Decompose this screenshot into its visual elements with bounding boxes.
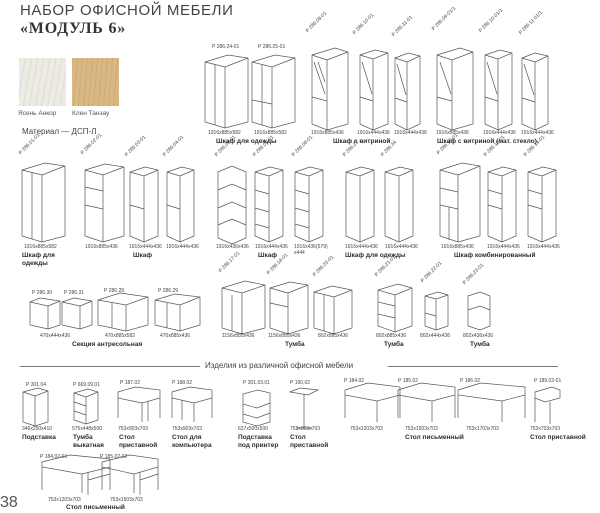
product-label: Подставка (22, 434, 56, 441)
dimensions: 1916x444x436 (527, 244, 560, 250)
page-title: НАБОР ОФИСНОЙ МЕБЕЛИ (20, 2, 234, 19)
dimensions: 470x885x436 (160, 333, 191, 339)
dimensions: 802x885x436 (376, 333, 407, 339)
product-code: Р 187.02 (120, 380, 141, 386)
section-title: Изделия из различной офисной мебели (205, 361, 354, 370)
product-label: Шкаф для одежды (22, 252, 55, 267)
swatch-label: Ясень Анкор (18, 110, 57, 117)
dimensions: 1916x885x436 (436, 130, 469, 136)
dimensions: 1916x885x582 (254, 130, 287, 136)
product-code: Р 286.28 (104, 288, 125, 294)
dimensions: 1916x885x582 (208, 130, 241, 136)
dimensions: 1916x444x436 (357, 130, 390, 136)
product-label: Стол приставной (290, 434, 329, 449)
dimensions: 753x903x703 (290, 426, 321, 432)
dimensions: 1916x885x436 (85, 244, 118, 250)
dimensions: 753x903x703 (118, 426, 149, 432)
product-label: Секция антресольная (72, 341, 143, 348)
swatch-klen (72, 58, 119, 106)
product-code: Р 185.02-02 (100, 454, 128, 460)
product-code: Р 286.29 (158, 288, 179, 294)
page-number: 38 (0, 494, 18, 511)
dimensions: 1916x885x582 (24, 244, 57, 250)
dimensions: 1916x444x436 (521, 130, 554, 136)
product-label: Подставка под принтер (238, 434, 279, 449)
dimensions: 346x250x410 (22, 426, 53, 432)
swatch-label: Клен Танзау (72, 110, 110, 117)
product-label: Стол приставной (119, 434, 158, 449)
product-code: Р 301.04 (26, 382, 47, 388)
dimensions: 753x1503x703 (405, 426, 438, 432)
product-code: Р 301.03.01 (243, 380, 270, 386)
cabinet-drawing (29, 280, 491, 335)
dimensions: 753x903x703 (172, 426, 203, 432)
product-code: Р 286.30 (32, 290, 53, 296)
product-code: Р 286.31 (64, 290, 85, 296)
product-label: Шкаф с витриной (333, 138, 391, 145)
material-label: Материал — ДСП-Л (22, 127, 97, 136)
dimensions: 1916x885x436 (441, 244, 474, 250)
product-label: Шкаф (258, 252, 278, 259)
product-code: Р 184.02-01 (40, 454, 68, 460)
dimensions: 753x1503x703 (110, 497, 143, 503)
product-label: Шкаф с витриной (мат. стекло) (437, 138, 537, 145)
dimensions: 1916x444x436 (129, 244, 162, 250)
dimensions: 1916x444x436 (345, 244, 378, 250)
product-code: Р 186.02 (460, 378, 481, 384)
product-label: Стол для компьютера (172, 434, 212, 449)
dimensions: 753x1703x703 (466, 426, 499, 432)
divider (388, 366, 558, 367)
dimensions: 1156x885x436 (222, 333, 255, 339)
product-code: Р 188.02 (172, 380, 193, 386)
desk-drawing (41, 454, 159, 495)
dimensions: 1916x885x436 (311, 130, 344, 136)
dimensions: 1916x444x436 (255, 244, 288, 250)
cabinet-drawing (204, 47, 549, 131)
desk-drawing (22, 382, 561, 429)
product-label: Тумба выкатная (73, 434, 104, 449)
page-subtitle: «МОДУЛЬ 6» (20, 20, 127, 37)
dimensions: 802x885x436 (318, 333, 349, 339)
dimensions: 1916x444x436 (487, 244, 520, 250)
dimensions: 1916x444x436 (394, 130, 427, 136)
swatch-yasen (19, 58, 66, 106)
dimensions: 753x703x703 (530, 426, 561, 432)
dimensions: 1916x444x436 (483, 130, 516, 136)
product-label: Стол приставной (530, 434, 586, 441)
dimensions: 753x1203x703 (48, 497, 81, 503)
product-label: Шкаф для одежды (216, 138, 277, 145)
dimensions: 1916x444x436 (385, 244, 418, 250)
product-label: Тумба (285, 341, 305, 348)
product-code: Р 669.09.01 (73, 382, 100, 388)
dimensions: 470x444x436 (40, 333, 71, 339)
product-label: Шкаф (133, 252, 153, 259)
product-label: Тумба (384, 341, 404, 348)
dimensions: 753x1203x703 (350, 426, 383, 432)
product-code: Р 286.24-01 (212, 44, 240, 50)
dimensions: 1916x436(579) x444 (294, 244, 328, 256)
product-code: Р 184.02 (344, 378, 365, 384)
dimensions: 470x885x582 (105, 333, 136, 339)
product-code: Р 190.02 (290, 380, 311, 386)
dimensions: 637x500x500 (238, 426, 269, 432)
dimensions: 1916x436x436 (216, 244, 249, 250)
product-code: Р 185.02 (398, 378, 419, 384)
product-label: Шкаф для одежды (345, 252, 406, 259)
divider (20, 366, 200, 367)
product-code: Р 189.02-01 (534, 378, 562, 384)
product-label: Тумба (470, 341, 490, 348)
dimensions: 575x448x500 (72, 426, 103, 432)
product-code: Р 286.25-01 (258, 44, 286, 50)
dimensions: 802x436x436 (463, 333, 494, 339)
dimensions: 1916x444x436 (166, 244, 199, 250)
product-label: Стол письменный (66, 504, 125, 511)
cabinet-drawing (21, 162, 557, 245)
dimensions: 1156x885x436 (268, 333, 301, 339)
dimensions: 802x444x436 (420, 333, 451, 339)
product-label: Стол письменный (405, 434, 464, 441)
product-label: Шкаф комбинированный (454, 252, 536, 259)
